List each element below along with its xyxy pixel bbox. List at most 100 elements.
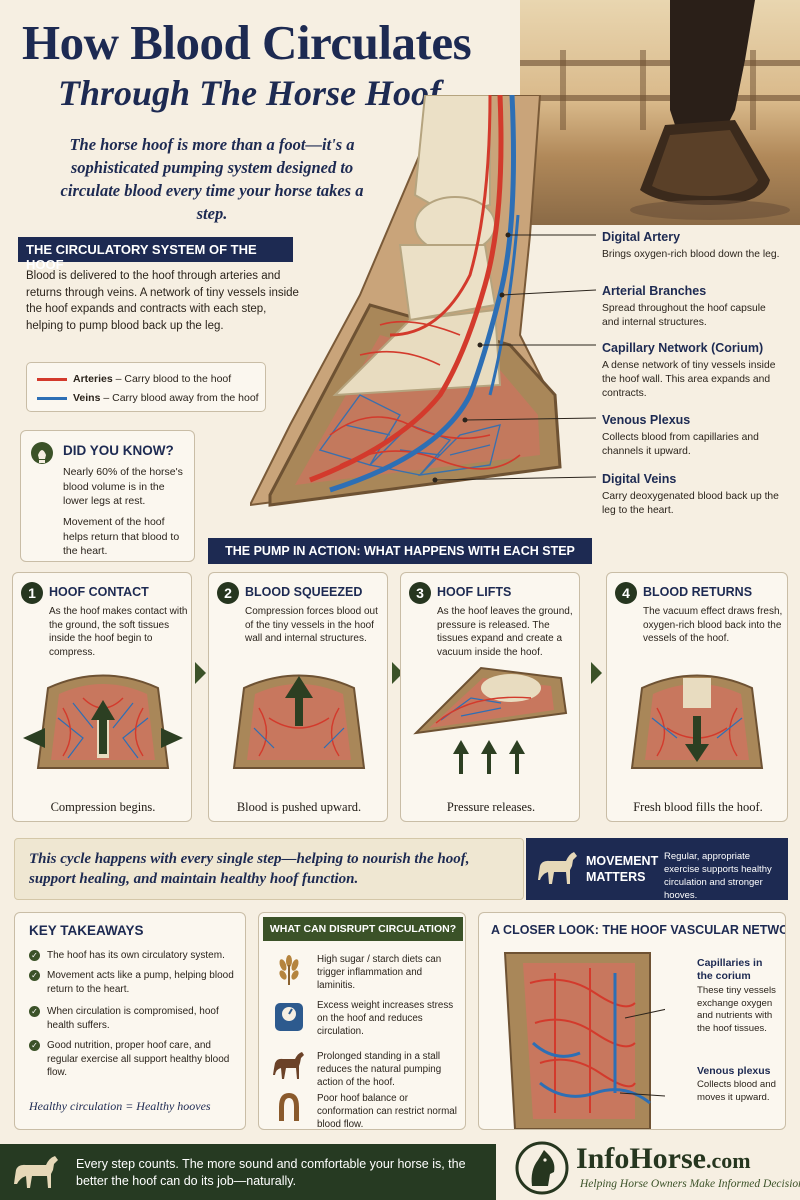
legend-label: Veins xyxy=(73,392,101,404)
infohorse-logo-icon xyxy=(515,1141,569,1195)
label-desc: A dense network of tiny vessels inside t… xyxy=(602,360,776,399)
takeaway-text: Good nutrition, proper hoof care, and re… xyxy=(47,1040,230,1078)
footer-text: Every step counts. The more sound and co… xyxy=(76,1157,466,1188)
key-takeaways-title: KEY TAKEAWAYS xyxy=(29,923,144,938)
did-you-know-fact: Nearly 60% of the horse's blood volume i… xyxy=(63,466,183,507)
cycle-text: This cycle happens with every single ste… xyxy=(29,851,470,887)
pump-section-banner: THE PUMP IN ACTION: WHAT HAPPENS WITH EA… xyxy=(208,538,592,564)
horse-icon xyxy=(273,1052,304,1079)
label-arterial-branches: Arterial Branches xyxy=(602,284,707,298)
disrupt-item: Poor hoof balance or conformation can re… xyxy=(317,1093,457,1130)
horse-hoof-photo xyxy=(520,0,800,225)
label-desc: Brings oxygen-rich blood down the leg. xyxy=(602,249,780,260)
step-number: 2 xyxy=(217,582,239,604)
takeaway-text: When circulation is compromised, hoof he… xyxy=(47,1006,219,1031)
brand-tagline: Helping Horse Owners Make Informed Decis… xyxy=(580,1178,800,1190)
step-number: 1 xyxy=(21,582,43,604)
chevron-right-icon xyxy=(392,662,403,684)
step-description: As the hoof leaves the ground, pressure … xyxy=(437,606,573,658)
label-digital-veins: Digital Veins xyxy=(602,472,677,486)
check-icon: ✓ xyxy=(29,970,40,981)
legend-item-arteries: Arteries – Carry blood to the hoof xyxy=(37,373,231,385)
chevron-right-icon xyxy=(195,662,206,684)
scale-icon xyxy=(275,1003,303,1031)
step-title: HOOF LIFTS xyxy=(437,585,512,599)
movement-matters-box: MOVEMENT MATTERS Regular, appropriate ex… xyxy=(526,838,788,901)
disrupt-item: Excess weight increases stress on the ho… xyxy=(317,1000,454,1037)
circulatory-section-title: THE CIRCULATORY SYSTEM OF THE HOOF xyxy=(18,237,293,272)
circulatory-body-text: Blood is delivered to the hoof through a… xyxy=(26,270,299,332)
label-capillary-network: Capillary Network (Corium) xyxy=(602,341,764,355)
hoof-compression-illustration xyxy=(23,674,183,769)
step-title: HOOF CONTACT xyxy=(49,585,149,599)
legend-desc: – Carry blood to the hoof xyxy=(112,373,232,385)
step-card-3: 3 HOOF LIFTS As the hoof leaves the grou… xyxy=(400,572,580,822)
hoof-cross-section-illustration xyxy=(250,95,597,507)
disrupt-item: High sugar / starch diets can trigger in… xyxy=(317,954,442,991)
cycle-callout: This cycle happens with every single ste… xyxy=(14,838,524,900)
did-you-know-title: DID YOU KNOW? xyxy=(63,443,174,458)
label-desc: Collects blood and moves it upward. xyxy=(697,1079,776,1103)
check-icon: ✓ xyxy=(29,1040,40,1051)
label-venous-plexus: Venous Plexus xyxy=(602,413,691,427)
disrupt-title: WHAT CAN DISRUPT CIRCULATION? xyxy=(263,917,463,941)
step-card-4: 4 BLOOD RETURNS The vacuum effect draws … xyxy=(606,572,788,822)
legend-desc: – Carry blood away from the hoof xyxy=(100,392,259,404)
takeaways-footer: Healthy circulation = Healthy hooves xyxy=(29,1099,211,1113)
legend-item-veins: Veins – Carry blood away from the hoof xyxy=(37,392,259,404)
label-desc: Spread throughout the hoof capsule and i… xyxy=(602,303,766,328)
page-subtitle: Through The Horse Hoof xyxy=(58,73,442,113)
brand-area: InfoHorse.com Helping Horse Owners Make … xyxy=(496,1138,800,1200)
check-icon: ✓ xyxy=(29,950,40,961)
movement-matters-desc: Regular, appropriate exercise supports h… xyxy=(664,851,772,901)
vein-swatch xyxy=(37,396,67,400)
horseshoe-icon xyxy=(279,1093,299,1121)
step-card-1: 1 HOOF CONTACT As the hoof makes contact… xyxy=(12,572,192,822)
hoof-lifts-illustration xyxy=(413,666,568,774)
step-title: BLOOD RETURNS xyxy=(643,585,753,599)
step-description: The vacuum effect draws fresh, oxygen-ri… xyxy=(643,606,783,644)
takeaway-text: The hoof has its own circulatory system. xyxy=(47,950,225,961)
closer-look-title: A CLOSER LOOK: THE HOOF VASCULAR NETWORK xyxy=(491,923,786,937)
disrupt-item: Prolonged standing in a stall reduces th… xyxy=(317,1051,442,1088)
label-desc: Collects blood from capillaries and chan… xyxy=(602,432,759,457)
legend-label: Arteries xyxy=(73,373,113,385)
blood-squeezed-illustration xyxy=(232,674,366,769)
step-caption: Blood is pushed upward. xyxy=(236,800,362,814)
label-venous-plexus: Venous plexus xyxy=(697,1065,771,1077)
step-number: 3 xyxy=(409,582,431,604)
step-number: 4 xyxy=(615,582,637,604)
step-card-2: 2 BLOOD SQUEEZED Compression forces bloo… xyxy=(208,572,388,822)
step-caption: Compression begins. xyxy=(50,800,156,814)
step-description: Compression forces blood out of the tiny… xyxy=(245,606,378,644)
step-description: As the hoof makes contact with the groun… xyxy=(49,606,188,658)
horse-icon xyxy=(538,852,577,884)
step-caption: Pressure releases. xyxy=(446,800,536,814)
label-desc: Carry deoxygenated blood back up the leg… xyxy=(602,491,779,516)
footer-banner: Every step counts. The more sound and co… xyxy=(0,1144,496,1200)
brand-suffix: .com xyxy=(706,1148,751,1173)
label-digital-artery: Digital Artery xyxy=(602,230,681,244)
check-icon: ✓ xyxy=(29,1006,40,1017)
artery-swatch xyxy=(37,377,67,381)
movement-matters-title: MOVEMENT MATTERS xyxy=(586,854,659,884)
grain-icon xyxy=(279,955,299,985)
intro-text: The horse hoof is more than a foot—it's … xyxy=(60,135,364,223)
hoof-vascular-network-illustration xyxy=(503,952,665,1129)
page-title: How Blood Circulates xyxy=(22,15,472,70)
blood-returns-illustration xyxy=(630,674,764,769)
vessel-legend: Arteries – Carry blood to the hoof Veins… xyxy=(26,362,266,412)
chevron-right-icon xyxy=(591,662,602,684)
brand-name[interactable]: InfoHorse.com xyxy=(576,1142,751,1176)
horse-icon xyxy=(14,1156,58,1188)
did-you-know-fact: Movement of the hoof helps return that b… xyxy=(63,516,180,557)
label-capillaries: Capillaries in the corium xyxy=(697,957,763,982)
takeaway-text: Movement acts like a pump, helping blood… xyxy=(47,970,234,995)
closer-look-box: A CLOSER LOOK: THE HOOF VASCULAR NETWORK… xyxy=(478,912,786,1130)
key-takeaways-box: KEY TAKEAWAYS ✓ The hoof has its own cir… xyxy=(14,912,246,1130)
label-desc: These tiny vessels exchange oxygen and n… xyxy=(697,985,776,1034)
disrupt-circulation-box: WHAT CAN DISRUPT CIRCULATION? High sugar… xyxy=(258,912,466,1130)
did-you-know-box: DID YOU KNOW? Nearly 60% of the horse's … xyxy=(20,430,195,562)
brand-text: InfoHorse xyxy=(576,1142,706,1175)
step-caption: Fresh blood fills the hoof. xyxy=(633,800,763,814)
